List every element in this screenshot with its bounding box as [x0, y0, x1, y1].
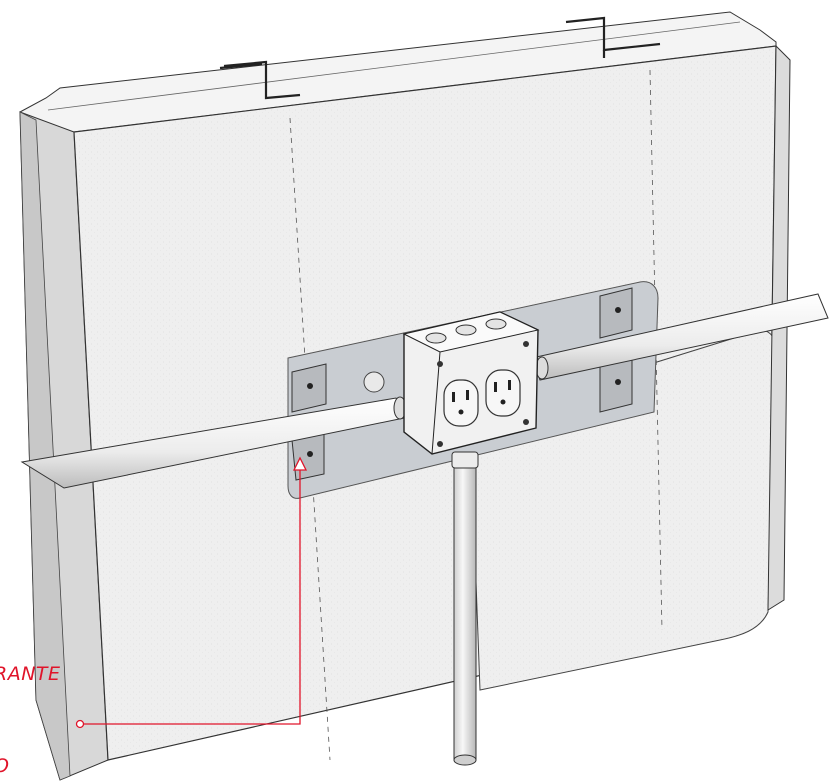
top-clip-left	[219, 60, 301, 100]
panel-left-side	[19, 111, 109, 781]
panel-face	[73, 44, 791, 761]
conduit-vertical	[451, 451, 479, 766]
callout-leader	[75, 456, 308, 729]
top-clip-right	[565, 16, 661, 58]
bracket-right	[599, 287, 633, 413]
callout-label-line2: O	[0, 755, 9, 777]
duplex-outlet-icon	[443, 369, 521, 427]
callout-label-line1: RANTE	[0, 663, 61, 685]
knockout-hole	[363, 371, 385, 393]
